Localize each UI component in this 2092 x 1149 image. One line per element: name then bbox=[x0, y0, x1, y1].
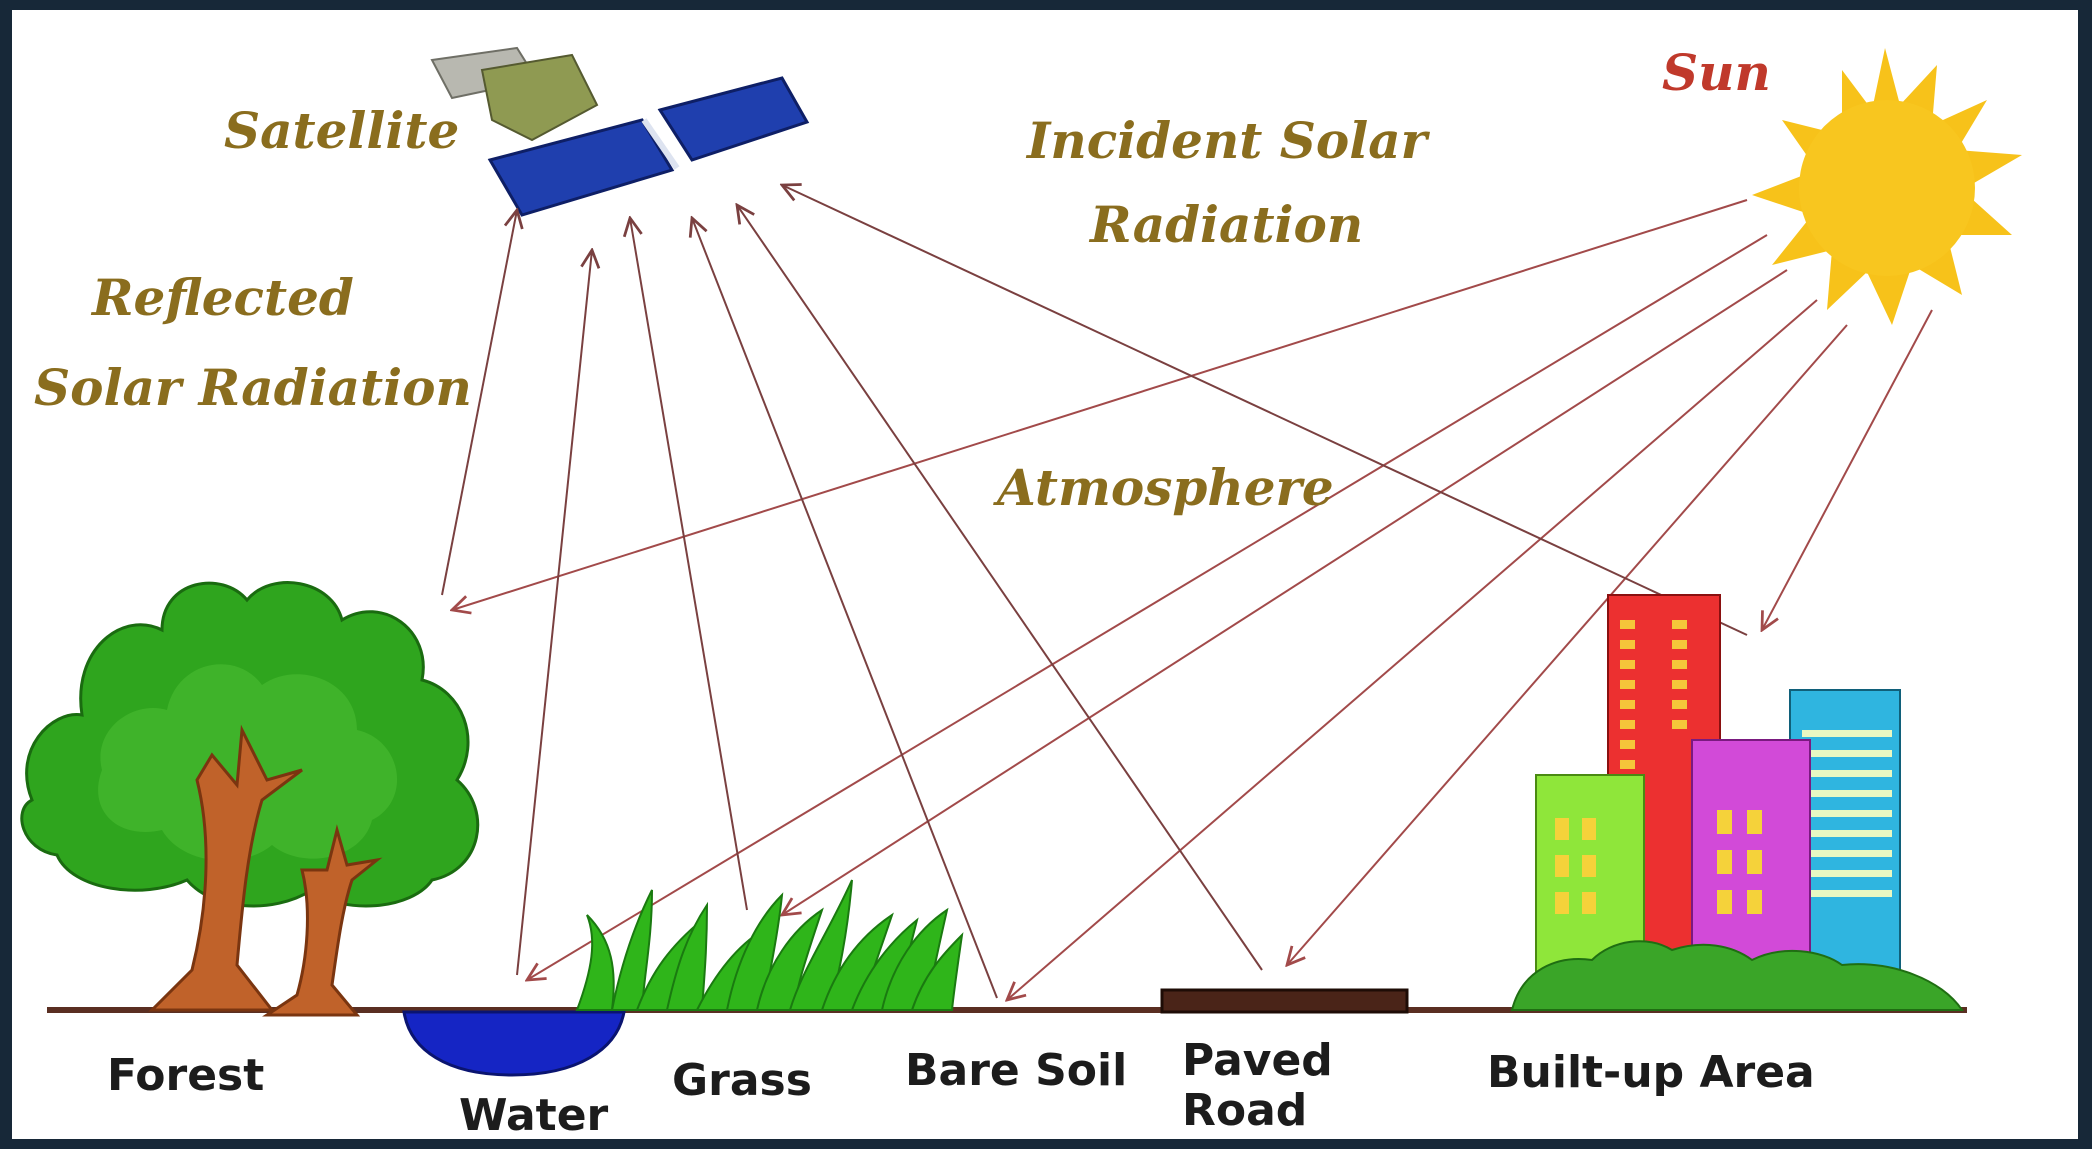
reflected-rays bbox=[441, 185, 1748, 999]
reflect-from-grass bbox=[630, 218, 748, 911]
reflected-radiation-label-line1: Reflected bbox=[90, 268, 354, 327]
satellite-label: Satellite bbox=[224, 101, 459, 160]
reflect-from-forest bbox=[441, 210, 517, 596]
remote-sensing-diagram: Sun Satellite Incident Solar Radiation R… bbox=[20, 43, 2022, 1139]
water-icon bbox=[402, 1010, 626, 1077]
grass-label: Grass bbox=[672, 1055, 812, 1106]
grass-icon bbox=[575, 879, 964, 1011]
ray-to-paved-road bbox=[1287, 324, 1848, 965]
reflect-from-built-up bbox=[782, 185, 1748, 636]
incident-rays bbox=[452, 199, 1933, 1000]
paved-road-icon bbox=[1160, 988, 1409, 1014]
atmosphere-label: Atmosphere bbox=[993, 458, 1334, 517]
satellite-icon bbox=[430, 46, 810, 217]
paved-road-label-line1: Paved bbox=[1182, 1035, 1333, 1086]
reflected-radiation-label-line2: Solar Radiation bbox=[34, 358, 472, 417]
sun-icon bbox=[1752, 48, 2022, 325]
ray-to-grass bbox=[782, 269, 1788, 915]
ray-to-bare-soil bbox=[1007, 299, 1818, 1000]
incident-radiation-label-line1: Incident Solar bbox=[1025, 111, 1431, 170]
incident-radiation-label-line2: Radiation bbox=[1088, 195, 1363, 254]
ray-to-forest bbox=[452, 199, 1748, 610]
forest-icon bbox=[20, 581, 480, 1017]
reflect-from-water bbox=[516, 250, 592, 976]
ray-to-water bbox=[527, 234, 1768, 980]
water-label: Water bbox=[459, 1090, 609, 1139]
sun-label: Sun bbox=[1662, 43, 1771, 102]
diagram-canvas: Sun Satellite Incident Solar Radiation R… bbox=[12, 10, 2078, 1139]
reflect-from-paved-road bbox=[737, 205, 1263, 971]
forest-label: Forest bbox=[107, 1050, 264, 1101]
paved-road-label-line2: Road bbox=[1182, 1085, 1307, 1136]
built-up-area-icon bbox=[1510, 594, 1964, 1011]
reflect-from-bare-soil bbox=[692, 218, 998, 999]
built-up-area-label: Built-up Area bbox=[1487, 1047, 1815, 1098]
bare-soil-label: Bare Soil bbox=[905, 1045, 1127, 1096]
ray-to-built-up bbox=[1762, 309, 1933, 630]
